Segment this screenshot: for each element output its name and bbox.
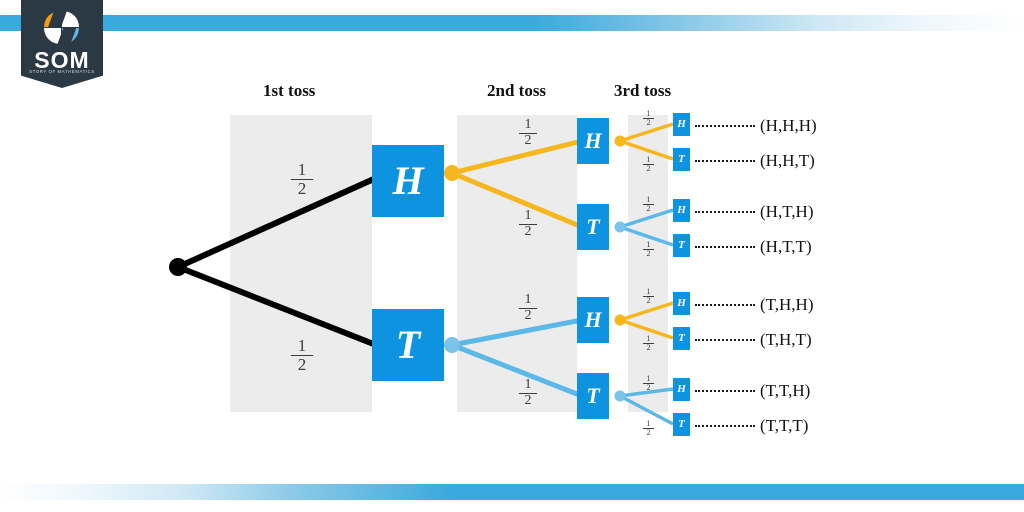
edge-root-H [176,175,378,270]
edge-TH-THH [619,301,674,322]
som-logo-banner[interactable]: SOM STORY OF MATHEMATICS [21,0,103,88]
node-level2-HT[interactable]: T [577,204,609,250]
edge-HT-HTH [619,208,674,229]
edge-HH-HHH [619,122,674,143]
node-label: H [677,297,686,309]
outcome-label: (T,T,H) [760,381,811,400]
node-level3-TTH[interactable]: H [673,378,690,401]
bottom-accent-bar [0,484,1024,500]
probability-label-T-TH: 1 2 [519,292,537,323]
leader-line [695,246,755,248]
node-level2-TH[interactable]: H [577,297,609,343]
edge-root-T [176,264,378,348]
edge-H-HT [451,170,583,230]
node-label: T [678,418,685,430]
node-label: H [677,204,686,216]
column-header-2nd-toss: 2nd toss [487,81,547,100]
leader-line [695,211,755,213]
node-level2-TT[interactable]: T [577,373,609,419]
node-level3-HTH[interactable]: H [673,199,690,222]
node-label: T [678,153,685,165]
probability-label-TH-THT: 1 2 [643,334,654,353]
probability-label-root-H: 1 2 [291,161,313,198]
probability-label-TH-THH: 1 2 [643,287,654,306]
probability-label-H-HT: 1 2 [519,208,537,239]
outcome-label: (H,H,T) [760,151,815,170]
column-header-3rd-toss: 3rd toss [614,81,672,100]
dot-after-TT [614,390,626,402]
edge-TH-THT [619,318,674,340]
probability-label-T-TT: 1 2 [519,377,537,408]
leader-line [695,390,755,392]
column-band-1 [230,115,372,412]
node-level3-HTT[interactable]: T [673,234,690,257]
probability-label-HH-HHT: 1 2 [643,155,654,174]
node-label: T [586,214,600,239]
probability-label-TT-TTT: 1 2 [643,419,654,438]
node-label: H [677,118,686,130]
probability-label-H-HH: 1 2 [519,117,537,148]
node-level1-H[interactable]: H [372,145,444,217]
leader-line [695,304,755,306]
logo-tagline: STORY OF MATHEMATICS [29,69,95,74]
edge-T-TT [451,342,583,399]
node-label: H [677,383,686,395]
outcome-label: (T,T,T) [760,416,809,435]
node-level3-HHT[interactable]: T [673,148,690,171]
node-label: H [584,128,602,153]
node-level3-HHH[interactable]: H [673,113,690,136]
probability-label-HH-HHH: 1 2 [643,109,654,128]
dot-after-H [444,165,460,181]
node-level3-THH[interactable]: H [673,292,690,315]
outcome-label: (T,H,T) [760,330,812,349]
node-level3-TTT[interactable]: T [673,413,690,436]
probability-label-HT-HTH: 1 2 [643,195,654,214]
outcome-label: (T,H,H) [760,295,814,314]
edge-H-HH [451,138,583,176]
node-level2-HH[interactable]: H [577,118,609,164]
node-label: H [584,307,602,332]
node-label: H [392,158,424,203]
edge-HT-HTT [619,225,674,247]
node-label: T [678,239,685,251]
edge-TT-TTT [619,394,674,426]
leader-line [695,425,755,427]
logo-wordmark: SOM [34,47,90,73]
node-level1-T[interactable]: T [372,309,444,381]
outcome-label: (H,T,H) [760,202,814,221]
leader-line [695,160,755,162]
outcome-label: (H,T,T) [760,237,812,256]
node-level3-THT[interactable]: T [673,327,690,350]
node-label: T [586,383,600,408]
dot-after-HH [614,135,626,147]
leader-line [695,339,755,341]
dot-after-T [444,337,460,353]
node-label: T [395,322,421,367]
edge-TT-TTH [619,387,674,398]
edge-HH-HHT [619,139,674,161]
root-node-dot [169,258,187,276]
probability-label-HT-HTT: 1 2 [643,240,654,259]
top-accent-bar [0,15,1024,31]
probability-label-TT-TTH: 1 2 [643,374,654,393]
probability-label-root-T: 1 2 [291,337,313,374]
outcome-label: (H,H,H) [760,116,817,135]
som-logo-icon [44,10,80,46]
dot-after-HT [614,221,626,233]
dot-after-TH [614,314,626,326]
column-header-1st-toss: 1st toss [263,81,316,100]
leader-line [695,125,755,127]
edge-T-TH [451,317,583,348]
node-label: T [678,332,685,344]
